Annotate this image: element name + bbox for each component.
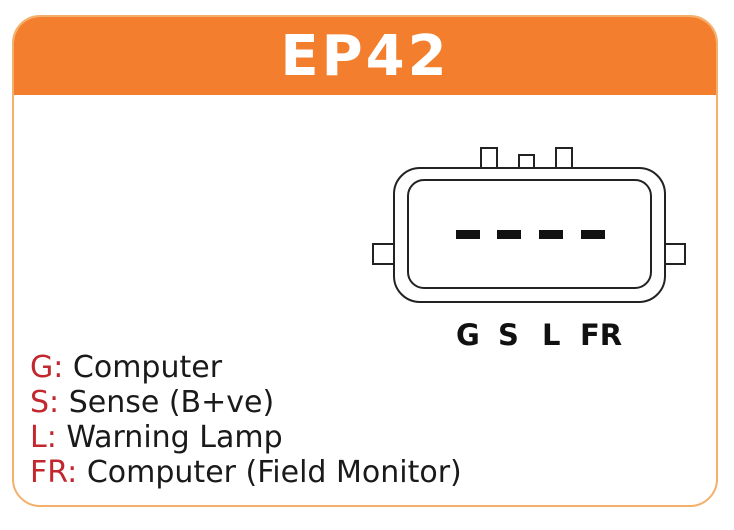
top-center-tab (518, 154, 535, 169)
right-side-tab (663, 243, 686, 265)
terminal-s (497, 230, 521, 239)
legend-desc: Sense (B+ve) (68, 385, 275, 420)
legend-key: S: (30, 385, 60, 420)
connector-inner-housing (407, 179, 652, 289)
top-right-tab (555, 147, 573, 169)
legend-item-s: S: Sense (B+ve) (30, 385, 462, 420)
legend-key: FR: (30, 455, 78, 490)
pin-labels: G S L FR (452, 318, 632, 352)
legend-item-l: L: Warning Lamp (30, 420, 462, 455)
pin-label-fr: FR (580, 318, 623, 352)
top-left-tab (480, 147, 498, 169)
legend-item-fr: FR: Computer (Field Monitor) (30, 455, 462, 490)
legend-desc: Computer (72, 350, 223, 385)
terminal-fr (581, 230, 605, 239)
pin-label-s: S (498, 318, 519, 352)
legend-key: L: (30, 420, 57, 455)
legend-desc: Computer (Field Monitor) (86, 455, 462, 490)
terminal-l (539, 230, 563, 239)
pin-label-g: G (456, 318, 480, 352)
plug-title: EP42 (280, 23, 450, 89)
legend-desc: Warning Lamp (66, 420, 283, 455)
legend-item-g: G: Computer (30, 350, 462, 385)
terminal-g (456, 230, 480, 239)
legend-key: G: (30, 350, 64, 385)
pin-legend: G: Computer S: Sense (B+ve) L: Warning L… (30, 350, 462, 490)
header-bar: EP42 (14, 17, 716, 95)
pin-label-l: L (542, 318, 561, 352)
connector-diagram (372, 147, 686, 303)
left-side-tab (372, 243, 396, 265)
